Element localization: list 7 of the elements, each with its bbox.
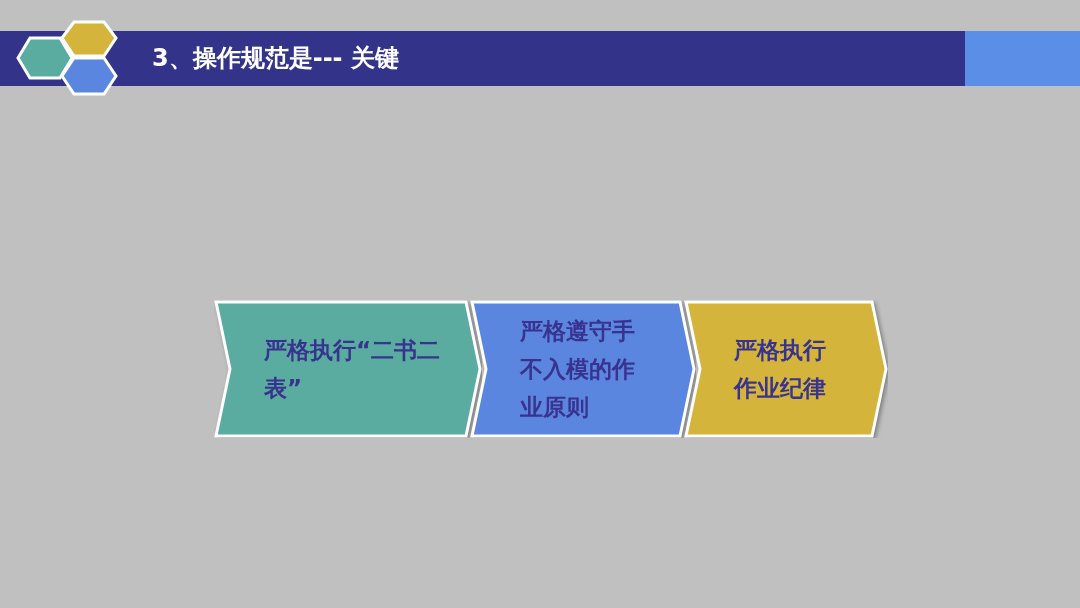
chevron-shape — [470, 300, 696, 438]
slide-title: 3、操作规范是--- 关键 — [152, 43, 399, 74]
chevron-shape — [214, 300, 482, 438]
step-text: 严格执行作业纪律 — [734, 336, 827, 403]
chevron-shape — [684, 300, 888, 438]
step-text: 严格执行“二书二表” — [264, 336, 442, 403]
step-text: 严格遵守手不入模的作业原则 — [520, 317, 636, 422]
